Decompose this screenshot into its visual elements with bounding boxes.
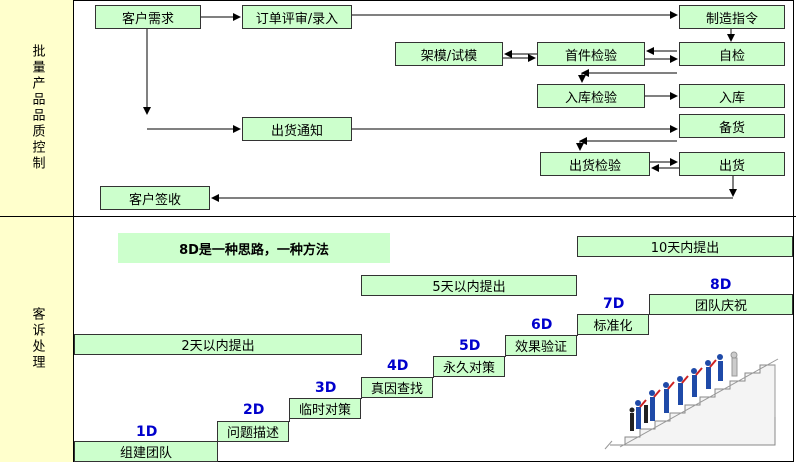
box-self-check: 自检 [679,42,785,66]
step-2-box: 问题描述 [217,421,289,442]
step-3-label: 3D [315,380,337,396]
flow-arrows [143,11,737,202]
box-prepare-goods: 备货 [679,114,785,138]
box-fixture-trial: 架模/试模 [395,42,503,66]
box-ship-notice: 出货通知 [242,117,352,141]
step-8-box: 团队庆祝 [649,294,793,315]
team-climbing-illustration [604,351,779,450]
section-label-batch-quality: 批量产品品质控制 [0,0,74,216]
step-8-label: 8D [710,277,732,293]
step-7-label: 7D [603,296,625,312]
section-label-complaint: 客诉处理 [0,216,74,462]
deadline-5-days: 5天以内提出 [361,275,577,296]
section-divider [0,216,796,217]
deadline-10-days: 10天内提出 [577,236,793,257]
step-4-box: 真因查找 [361,377,433,398]
riser-2 [289,398,290,422]
eight-d-tagline: 8D是一种思路，一种方法 [118,233,390,263]
box-ship-inspect: 出货检验 [540,152,650,176]
riser-4 [433,356,434,378]
step-3-box: 临时对策 [289,398,361,419]
step-1-box: 组建团队 [74,441,218,462]
step-5-label: 5D [459,338,481,354]
deadline-2-days: 2天以内提出 [74,334,362,355]
box-warehouse-inspect: 入库检验 [537,84,645,108]
riser-7 [649,294,650,315]
box-customer-need: 客户需求 [95,5,201,29]
riser-6 [577,314,578,336]
step-1-label: 1D [136,424,158,440]
box-warehouse-in: 入库 [679,84,785,108]
step-6-label: 6D [531,317,553,333]
riser-5 [505,335,506,357]
step-6-box: 效果验证 [505,335,577,356]
step-4-label: 4D [387,358,409,374]
box-order-review: 订单评审/录入 [242,5,352,29]
step-2-label: 2D [243,402,265,418]
box-ship: 出货 [679,152,785,176]
box-customer-sign: 客户签收 [100,186,210,210]
box-first-article: 首件检验 [537,42,645,66]
step-7-box: 标准化 [577,314,649,335]
riser-3 [361,377,362,399]
box-manufacture-order: 制造指令 [679,5,785,29]
step-5-box: 永久对策 [433,356,505,377]
riser-1 [217,421,218,442]
